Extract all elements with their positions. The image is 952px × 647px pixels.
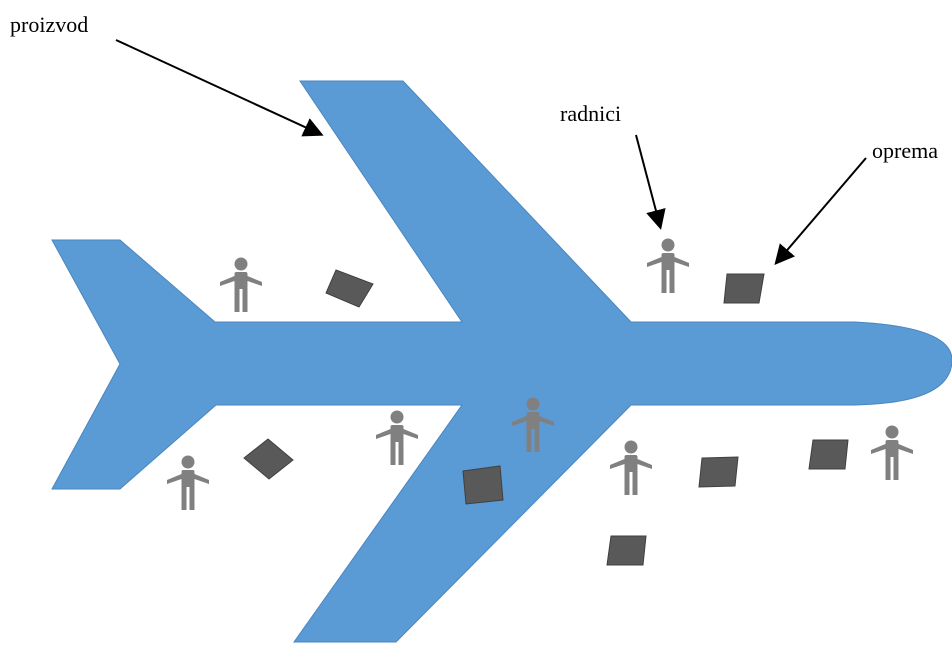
person-icon: [376, 410, 418, 465]
person-icon: [167, 455, 209, 510]
equipment-box-icon: [698, 456, 739, 488]
equipment-arrow: [774, 157, 867, 266]
product-label: proizvod: [10, 12, 89, 37]
person-icon: [610, 440, 652, 495]
equipment-box-icon: [243, 438, 294, 480]
equipment-box-icon: [462, 465, 504, 505]
product-arrow: [115, 39, 324, 137]
workers-arrow: [635, 134, 666, 230]
equipment-box-icon: [325, 269, 374, 308]
equipment-box-icon: [808, 439, 849, 470]
equipment-box-icon: [723, 273, 765, 304]
person-icon: [220, 257, 262, 312]
equipment-label: oprema: [872, 138, 938, 163]
person-icon: [647, 238, 689, 293]
person-icon: [871, 425, 913, 480]
workers-label: radnici: [560, 101, 622, 126]
equipment-box-icon: [606, 535, 647, 566]
airplane-product-shape: [51, 80, 952, 643]
